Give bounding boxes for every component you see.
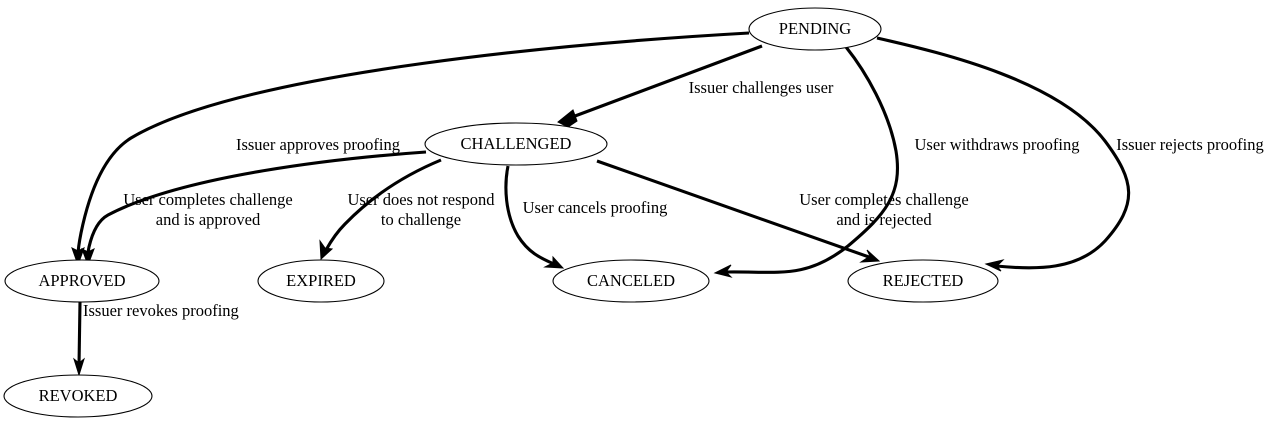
arrowhead-icon xyxy=(543,255,565,269)
edge-line-pending-to-approved xyxy=(76,31,750,257)
edge-line-pending-to-canceled xyxy=(725,46,899,274)
edge-label-approved-to-revoked: Issuer revokes proofing xyxy=(83,301,239,320)
edge-pending-to-approved: Issuer approves proofing xyxy=(71,31,750,267)
edge-label-pending-to-canceled: User withdraws proofing xyxy=(915,135,1080,154)
nodes-layer: PENDING CHALLENGED APPROVED EXPIRED CANCELED… xyxy=(3,7,999,418)
node-expired[interactable]: EXPIRED xyxy=(257,259,385,303)
arrowhead-icon xyxy=(713,264,733,278)
node-shape-rejected[interactable] xyxy=(847,259,999,303)
arrowhead-icon xyxy=(984,259,1005,272)
node-label-expired: EXPIRED xyxy=(286,271,356,290)
arrowhead-icon xyxy=(319,239,334,261)
edge-line-challenged-to-canceled xyxy=(504,165,555,266)
arrowhead-icon xyxy=(859,249,881,263)
node-label-pending: PENDING xyxy=(779,19,851,38)
node-pending[interactable]: PENDING xyxy=(748,7,882,51)
edge-label-pending-to-challenged: Issuer challenges user xyxy=(689,78,834,97)
edge-line-challenged-to-rejected xyxy=(596,159,870,259)
edge-approved-to-revoked: Issuer revokes proofing xyxy=(73,301,239,377)
node-shape-canceled[interactable] xyxy=(552,259,710,303)
node-label-rejected: REJECTED xyxy=(883,271,964,290)
node-label-challenged: CHALLENGED xyxy=(461,134,572,153)
node-shape-approved[interactable] xyxy=(4,259,160,303)
node-shape-challenged[interactable] xyxy=(424,122,608,166)
edge-line-challenged-to-expired xyxy=(324,158,442,251)
node-canceled[interactable]: CANCELED xyxy=(552,259,710,303)
node-label-revoked: REVOKED xyxy=(39,386,118,405)
edge-line-challenged-to-approved xyxy=(86,150,427,258)
arrowhead-icon xyxy=(557,109,578,128)
edge-pending-to-rejected: Issuer rejects proofing xyxy=(876,36,1264,272)
edge-line-pending-to-rejected xyxy=(876,36,1131,270)
edge-label-challenged-to-canceled: User cancels proofing xyxy=(523,198,668,217)
edge-line-pending-to-challenged xyxy=(566,44,763,121)
node-rejected[interactable]: REJECTED xyxy=(847,259,999,303)
arrowhead-icon xyxy=(73,357,85,377)
node-approved[interactable]: APPROVED xyxy=(4,259,160,303)
edge-pending-to-canceled: User withdraws proofing xyxy=(713,46,1080,278)
node-label-approved: APPROVED xyxy=(38,271,125,290)
edge-challenged-to-canceled: User cancels proofing xyxy=(504,165,668,269)
node-shape-pending[interactable] xyxy=(748,7,882,51)
node-revoked[interactable]: REVOKED xyxy=(3,374,153,418)
edge-label-pending-to-approved: Issuer approves proofing xyxy=(236,135,400,154)
arrowhead-icon xyxy=(71,246,85,267)
node-shape-revoked[interactable] xyxy=(3,374,153,418)
edge-line-approved-to-revoked xyxy=(77,301,82,367)
edge-pending-to-challenged: Issuer challenges user xyxy=(557,44,834,128)
node-label-canceled: CANCELED xyxy=(587,271,675,290)
node-challenged[interactable]: CHALLENGED xyxy=(424,122,608,166)
edge-label-pending-to-rejected: Issuer rejects proofing xyxy=(1116,135,1264,154)
arrowhead-icon xyxy=(81,247,95,267)
node-shape-expired[interactable] xyxy=(257,259,385,303)
